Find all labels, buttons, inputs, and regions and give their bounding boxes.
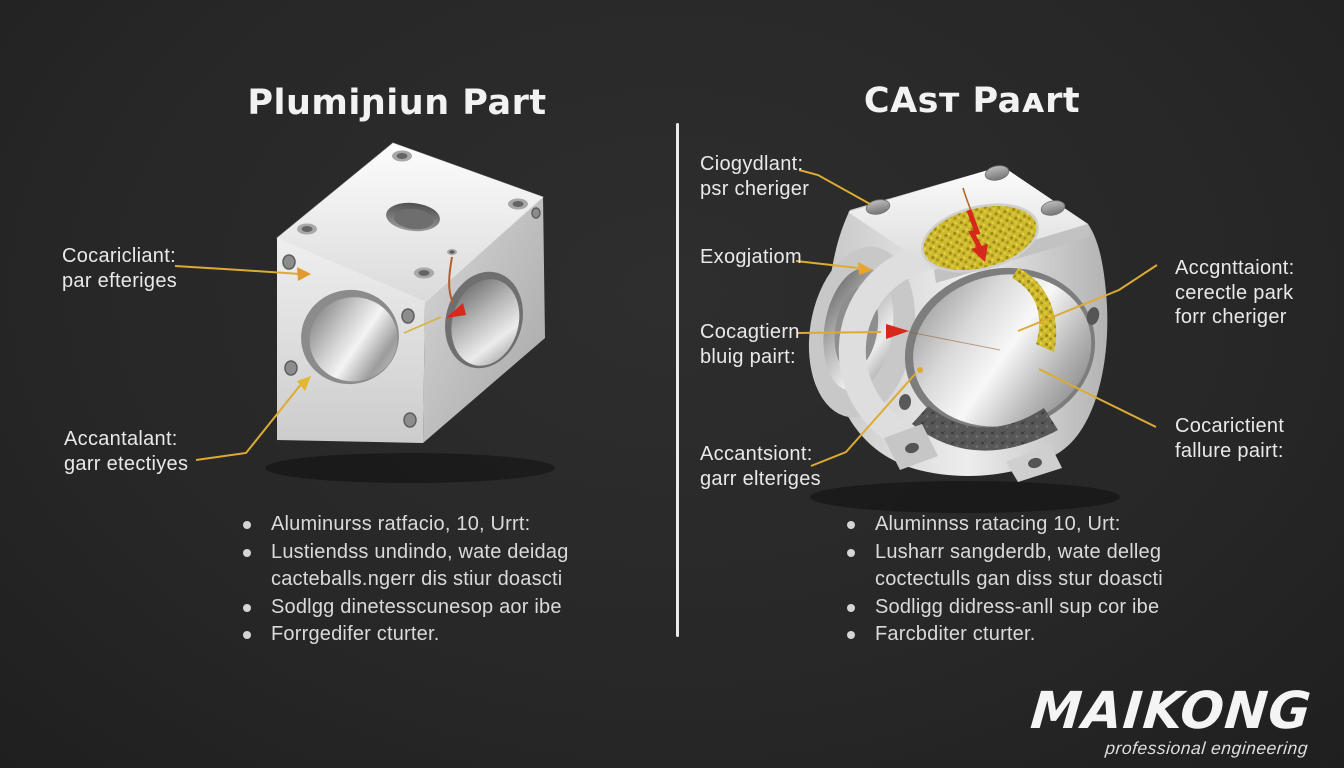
- list-item: Forrgedifer cturter.: [238, 621, 586, 649]
- callout-label: Cocaricliant: par efteriges: [62, 244, 177, 293]
- list-item: Aluminurss ratfacio, 10, Urrt:: [238, 511, 586, 539]
- callout-line: par efteriges: [62, 269, 178, 292]
- callout-line: cerectle park: [1175, 281, 1294, 304]
- callout-line: Accantalant:: [64, 428, 178, 450]
- leader-line: [174, 265, 301, 275]
- callout-line: Cocarictient: [1175, 415, 1285, 437]
- leader-dot-icon: [917, 367, 923, 373]
- red-annotation-tail: [962, 187, 972, 212]
- left-part-title: Plumiɲiun Part: [247, 83, 547, 124]
- arrowhead-icon: [858, 262, 873, 275]
- leader-line: [1017, 264, 1158, 332]
- yellow-connector-line: [403, 316, 442, 334]
- top-bore: [386, 202, 440, 232]
- list-item: Sodlgg dinetesscunesop aor ibe: [238, 594, 586, 622]
- callout-line: Cocaricliant:: [62, 245, 176, 267]
- red-arrowhead-icon: [971, 244, 988, 262]
- callout-line: fallure pairt:: [1175, 439, 1284, 462]
- right-bullet-list: Aluminnss ratacing 10, Urt: Lusharr sang…: [842, 511, 1182, 649]
- brand-name: MAIKONG: [1028, 682, 1314, 741]
- red-arrow-down: [966, 209, 984, 252]
- red-arrow-icon: [446, 303, 466, 318]
- leader-lines: [174, 169, 1158, 467]
- callout-line: Cocagtiern: [700, 321, 800, 343]
- leader-line: [798, 169, 871, 205]
- callout-label: Cocarictient fallure pairt:: [1175, 414, 1284, 463]
- callout-label: Accantalant: garr etectiyes: [64, 427, 188, 476]
- mounting-feet: [884, 307, 1100, 482]
- arrowhead-icon: [297, 267, 311, 281]
- leader-line: [1038, 368, 1157, 428]
- callout-label: Cocagtiern bluig pairt:: [700, 320, 800, 369]
- callout-line: Ciogydlant:: [700, 153, 804, 175]
- callout-line: Accgnttaiont:: [1175, 257, 1295, 279]
- red-thin-line: [908, 331, 1001, 351]
- callout-line: garr etectiyes: [64, 452, 189, 475]
- casting-foam-top: [921, 203, 1039, 273]
- right-part-title: CAsт Paᴀrt: [863, 81, 1081, 122]
- shadow-left: [265, 453, 555, 483]
- arrowhead-icon: [297, 376, 311, 391]
- list-item: Lusharr sangderdb, wate delleg coctectul…: [842, 539, 1182, 594]
- red-annotation-line: [448, 256, 454, 304]
- shadow-right: [810, 481, 1120, 513]
- red-arrow-right-icon: [886, 324, 909, 339]
- cast-part-illustration: [808, 165, 1108, 482]
- brand-tagline: professional engineering: [1104, 738, 1309, 758]
- aluminium-part-illustration: [276, 142, 545, 443]
- callout-line: forr cheriger: [1175, 306, 1287, 328]
- plate-bolts: [865, 165, 1066, 216]
- left-bullet-list: Aluminurss ratfacio, 10, Urrt: Lustiends…: [238, 511, 586, 649]
- leader-line: [810, 372, 917, 467]
- callout-label: Accgnttaiont: cerectle park forr cherige…: [1175, 256, 1295, 330]
- list-item: Lustiendss undindo, wate deidag cactebal…: [238, 539, 586, 594]
- leader-line: [195, 382, 303, 461]
- front-corner-holes: [282, 207, 541, 428]
- front-bore: [301, 289, 399, 385]
- callout-line: Exogjatiom: [700, 246, 802, 268]
- callout-line: garr elteriges: [700, 467, 821, 490]
- side-bore: [445, 271, 523, 369]
- porous-bottom-layer: [912, 406, 1058, 451]
- leader-line: [795, 260, 859, 269]
- list-item: Sodligg didress-anll sup cor ibe: [842, 594, 1182, 622]
- list-item: Farcbditer cturter.: [842, 621, 1182, 649]
- callout-line: Accantsiont:: [700, 443, 813, 465]
- callout-label: Accantsiont: garr elteriges: [700, 442, 821, 491]
- callout-line: psr cheriger: [700, 177, 810, 200]
- top-screw-holes: [297, 150, 528, 279]
- callout-label: Exogjatiom: [700, 245, 802, 270]
- callout-line: bluig pairt:: [700, 345, 796, 368]
- column-divider: [676, 123, 679, 637]
- brand-logo: MAIKONG professional engineering: [1026, 682, 1314, 759]
- cut-section-wall: [838, 242, 935, 458]
- callout-label: Ciogydlant: psr cheriger: [700, 152, 809, 201]
- list-item: Aluminnss ratacing 10, Urt:: [842, 511, 1182, 539]
- leader-line: [796, 331, 882, 334]
- casting-foam-right: [1012, 268, 1057, 352]
